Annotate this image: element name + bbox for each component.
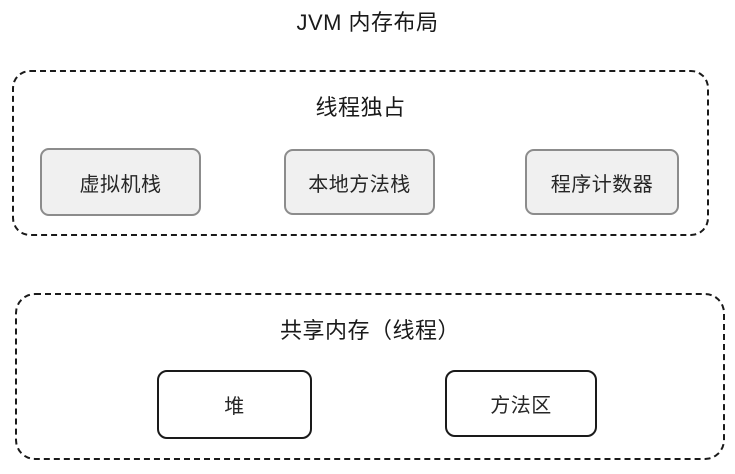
program-counter-box: 程序计数器 xyxy=(525,149,679,215)
method-area-box: 方法区 xyxy=(445,370,597,437)
thread-exclusive-group-label: 线程独占 xyxy=(315,95,406,120)
vm-stack-box: 虚拟机栈 xyxy=(40,148,201,216)
shared-memory-group-label: 共享内存（线程） xyxy=(279,318,460,343)
shared-memory-group: 共享内存（线程） 堆 方法区 xyxy=(15,293,725,460)
thread-exclusive-group: 线程独占 虚拟机栈 本地方法栈 程序计数器 xyxy=(12,70,709,236)
native-method-stack-box: 本地方法栈 xyxy=(284,149,435,215)
diagram-title: JVM 内存布局 xyxy=(296,10,439,35)
heap-box: 堆 xyxy=(157,370,312,439)
